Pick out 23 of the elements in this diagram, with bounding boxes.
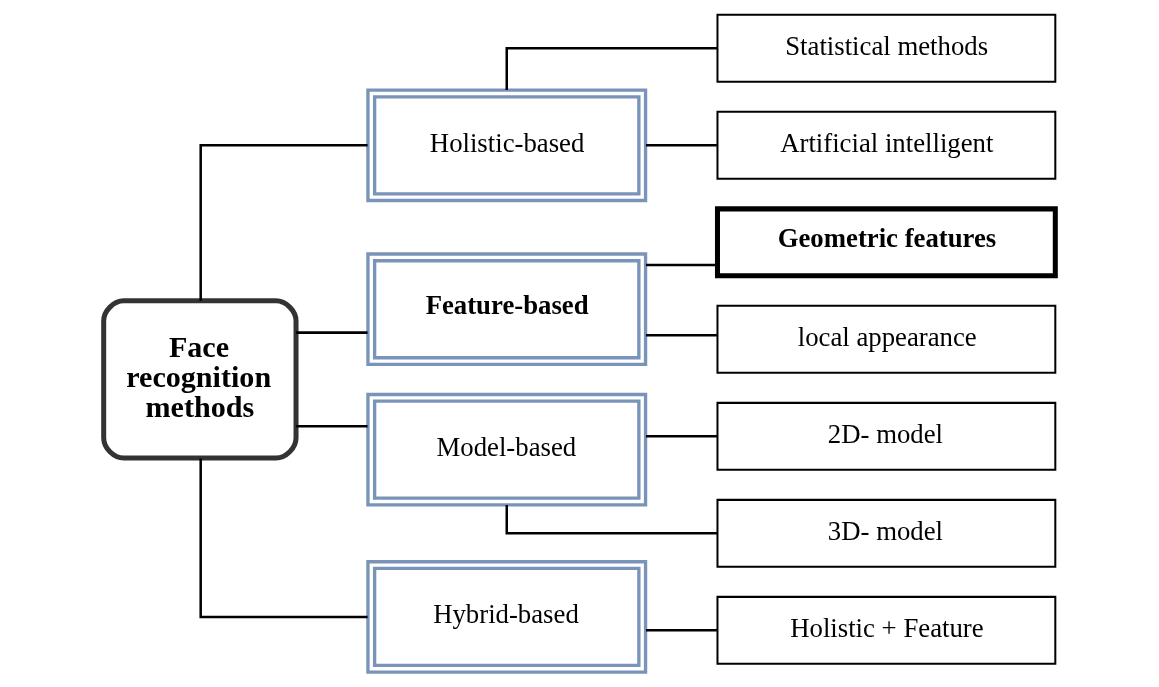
node-box: local appearance (716, 304, 1057, 374)
connector (199, 458, 368, 619)
connector (199, 144, 368, 301)
node-box: Face recognition methods (101, 298, 299, 461)
node-box: Statistical methods (716, 13, 1057, 83)
connector (505, 505, 718, 535)
node-box: Hybrid-based (366, 560, 648, 674)
connector (645, 629, 717, 632)
node-box: Model-based (366, 392, 648, 507)
node-box: Holistic + Feature (716, 595, 1057, 665)
connector (645, 144, 717, 147)
connector (505, 47, 718, 90)
node-box: Artificial intelligent (716, 110, 1057, 180)
connector (645, 263, 717, 267)
node-box: 2D- model (716, 401, 1057, 471)
connector (645, 333, 717, 337)
node-box: Holistic-based (366, 88, 648, 203)
node-box: Geometric features (714, 206, 1058, 279)
node-box: 3D- model (716, 498, 1057, 568)
connector (296, 331, 368, 334)
connector (645, 435, 717, 438)
node-box: Feature-based (366, 252, 648, 367)
connector (296, 425, 368, 428)
